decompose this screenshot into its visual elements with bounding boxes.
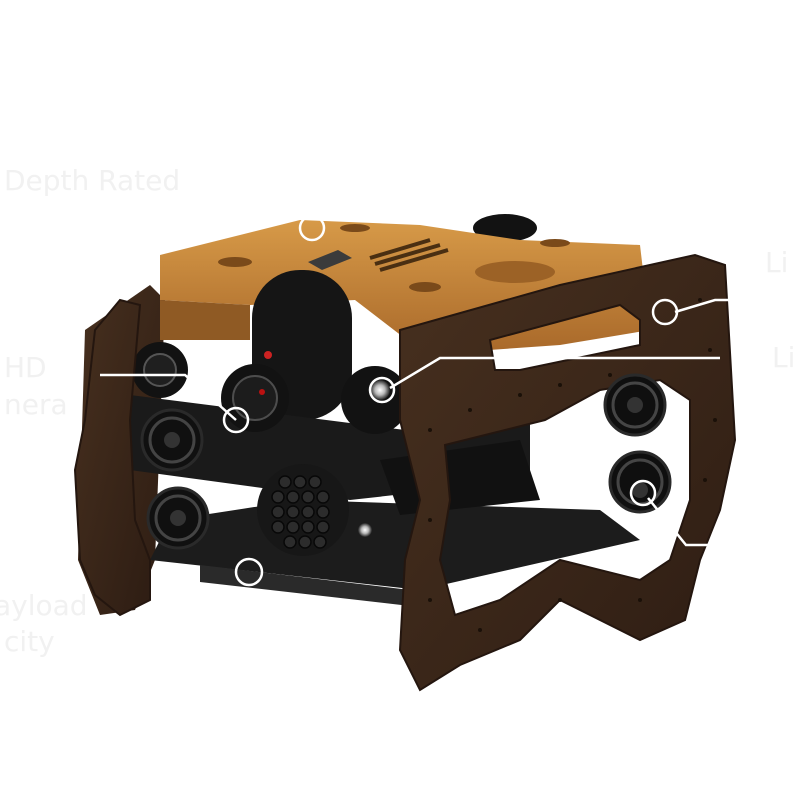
- feature-label-depth-rated: Depth Rated: [4, 164, 181, 197]
- hull-hole: [409, 282, 441, 292]
- side-frame-plate: [398, 253, 737, 692]
- light-icon: [132, 342, 188, 398]
- side-frame-plate-left: [73, 298, 151, 617]
- thruster-icon: [146, 486, 210, 550]
- feature-label-lights-2: Li: [772, 341, 796, 374]
- callout-circle-icon: [222, 214, 679, 587]
- hull-hole: [540, 239, 570, 247]
- callout-lines: [100, 298, 730, 547]
- feature-label-payload-line1: ayload: [0, 589, 88, 622]
- thruster-icon: [603, 373, 667, 437]
- hull-hole: [218, 257, 252, 267]
- feature-label-lights: Li: [765, 246, 789, 279]
- hull-vent-slots: [369, 238, 449, 272]
- light-icon: [358, 523, 372, 537]
- camera-icon: [221, 364, 289, 432]
- feature-label-payload-line2: city: [4, 625, 55, 658]
- bottom-skid: [200, 565, 410, 606]
- rear-thruster-top: [473, 214, 537, 242]
- status-led: [264, 351, 272, 359]
- hull-shadow: [160, 300, 250, 340]
- connector-pins: [271, 475, 330, 549]
- frame-screws: [428, 298, 717, 632]
- feature-label-hd-camera-line2: nera: [4, 388, 68, 421]
- handle: [308, 250, 352, 270]
- thruster-icon: [140, 408, 204, 472]
- hull-recess: [475, 261, 555, 283]
- feature-label-hd-camera-line1: HD: [4, 351, 47, 384]
- hull-hole: [340, 224, 370, 232]
